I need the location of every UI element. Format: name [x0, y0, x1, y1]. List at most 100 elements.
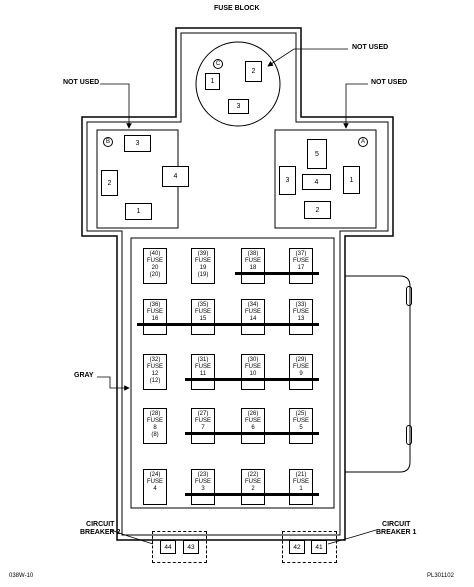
fuse-label-line: FUSE	[292, 364, 309, 370]
relay-terminal-1: 1	[205, 73, 220, 90]
fuse-label-line: 15	[199, 316, 207, 322]
relay-terminal-3: 3	[279, 166, 296, 195]
circuit-breaker-terminal-41: 41	[311, 540, 327, 554]
circuit-breaker-1-label: CIRCUIT BREAKER 1	[376, 521, 417, 536]
fuse-label-line: 9	[299, 371, 303, 377]
fuse-label-line: (40)	[149, 251, 161, 257]
fuse-label-line: 6	[251, 425, 255, 431]
fuse-label-line: (28)	[149, 411, 161, 417]
fuse-label-line: 20	[151, 265, 159, 271]
fuse-label-line: 11	[199, 371, 207, 377]
fuse-label-line: 4	[153, 486, 157, 492]
fuse-label-line: (25)	[295, 411, 307, 417]
fuse-label-line: 2	[251, 486, 255, 492]
fuse-label-line: (29)	[295, 357, 307, 363]
circuit-breaker-2-group	[152, 531, 207, 563]
fuse-label-line: 8	[153, 425, 157, 431]
fuse-label-line: FUSE	[146, 309, 163, 315]
fuse-label-line: (22)	[247, 472, 259, 478]
mounting-slot-bottom	[406, 425, 412, 445]
circuit-breaker-terminal-43: 43	[183, 540, 199, 554]
fuse-label-line: (12)	[149, 378, 161, 384]
fuse-label-line: (31)	[197, 357, 209, 363]
relay-terminal-2: 2	[304, 201, 331, 219]
fuse-label-line: 13	[297, 316, 305, 322]
not-used-label-left: NOT USED	[63, 79, 100, 86]
fuse-label-line: FUSE	[146, 364, 163, 370]
relay-terminal-1: 1	[343, 166, 360, 194]
footer-code-left: 038W-10	[9, 573, 34, 579]
fuse-label-line: (26)	[247, 411, 259, 417]
diagram-title: FUSE BLOCK	[214, 5, 260, 12]
fuse-label-line: 3	[201, 486, 205, 492]
relay-terminal-2: 2	[245, 61, 262, 82]
fuse-label-line: 12	[151, 371, 159, 377]
fuse-label-line: 16	[151, 316, 159, 322]
fuse-label-line: 1	[299, 486, 303, 492]
gray-label: GRAY	[74, 372, 94, 379]
fuse-label-line: FUSE	[292, 479, 309, 485]
fuse-label-line: FUSE	[244, 258, 261, 264]
relay-socket-marker-c: C	[213, 59, 223, 69]
bus-bar	[235, 272, 319, 275]
fuse-label-line: FUSE	[244, 479, 261, 485]
relay-terminal-2: 2	[101, 170, 118, 196]
fuse-label-line: (30)	[247, 357, 259, 363]
bus-bar	[185, 493, 319, 496]
relay-terminal-3: 3	[228, 99, 249, 114]
fuse-label-line: 5	[299, 425, 303, 431]
relay-terminal-4: 4	[302, 174, 331, 190]
fuse-label-line: (39)	[197, 251, 209, 257]
circuit-breaker-terminal-44: 44	[160, 540, 176, 554]
fuse-label-line: FUSE	[244, 309, 261, 315]
fuse-label-line: FUSE	[194, 309, 211, 315]
fuse-label-line: (21)	[295, 472, 307, 478]
relay-terminal-3: 3	[124, 135, 151, 152]
circuit-breaker-2-label: CIRCUIT BREAKER 2	[80, 521, 121, 536]
fuse-label-line: (38)	[247, 251, 259, 257]
fuse-label-line: 7	[201, 425, 205, 431]
fuse-label-line: 10	[249, 371, 257, 377]
not-used-label-right: NOT USED	[371, 79, 408, 86]
circuit-breaker-terminal-42: 42	[289, 540, 305, 554]
fuse-label-line: FUSE	[146, 418, 163, 424]
fuse-label-line: (36)	[149, 302, 161, 308]
fuse-label-line: FUSE	[292, 258, 309, 264]
fuse-label-line: (27)	[197, 411, 209, 417]
fuse-label-line: FUSE	[194, 418, 211, 424]
fuse-label-line: (8)	[151, 432, 159, 438]
fuse-label-line: (37)	[295, 251, 307, 257]
fuse-label-line: (24)	[149, 472, 161, 478]
fuse-label-line: (33)	[295, 302, 307, 308]
fuse-label-line: (19)	[197, 272, 209, 278]
fuse-label-line: (34)	[247, 302, 259, 308]
relay-terminal-1: 1	[125, 203, 152, 220]
bus-bar	[137, 323, 319, 326]
fuse-label-line: 18	[249, 265, 257, 271]
not-used-label-top: NOT USED	[352, 44, 389, 51]
footer-code-right: PL301102	[427, 573, 454, 579]
fuse-label-line: (32)	[149, 357, 161, 363]
circuit-breaker-1-group	[282, 531, 337, 563]
fuse-label-line: FUSE	[146, 479, 163, 485]
fuse-label-line: FUSE	[146, 258, 163, 264]
fuse-label-line: FUSE	[194, 258, 211, 264]
fuse-label-line: (23)	[197, 472, 209, 478]
fuse-label-line: (20)	[149, 272, 161, 278]
